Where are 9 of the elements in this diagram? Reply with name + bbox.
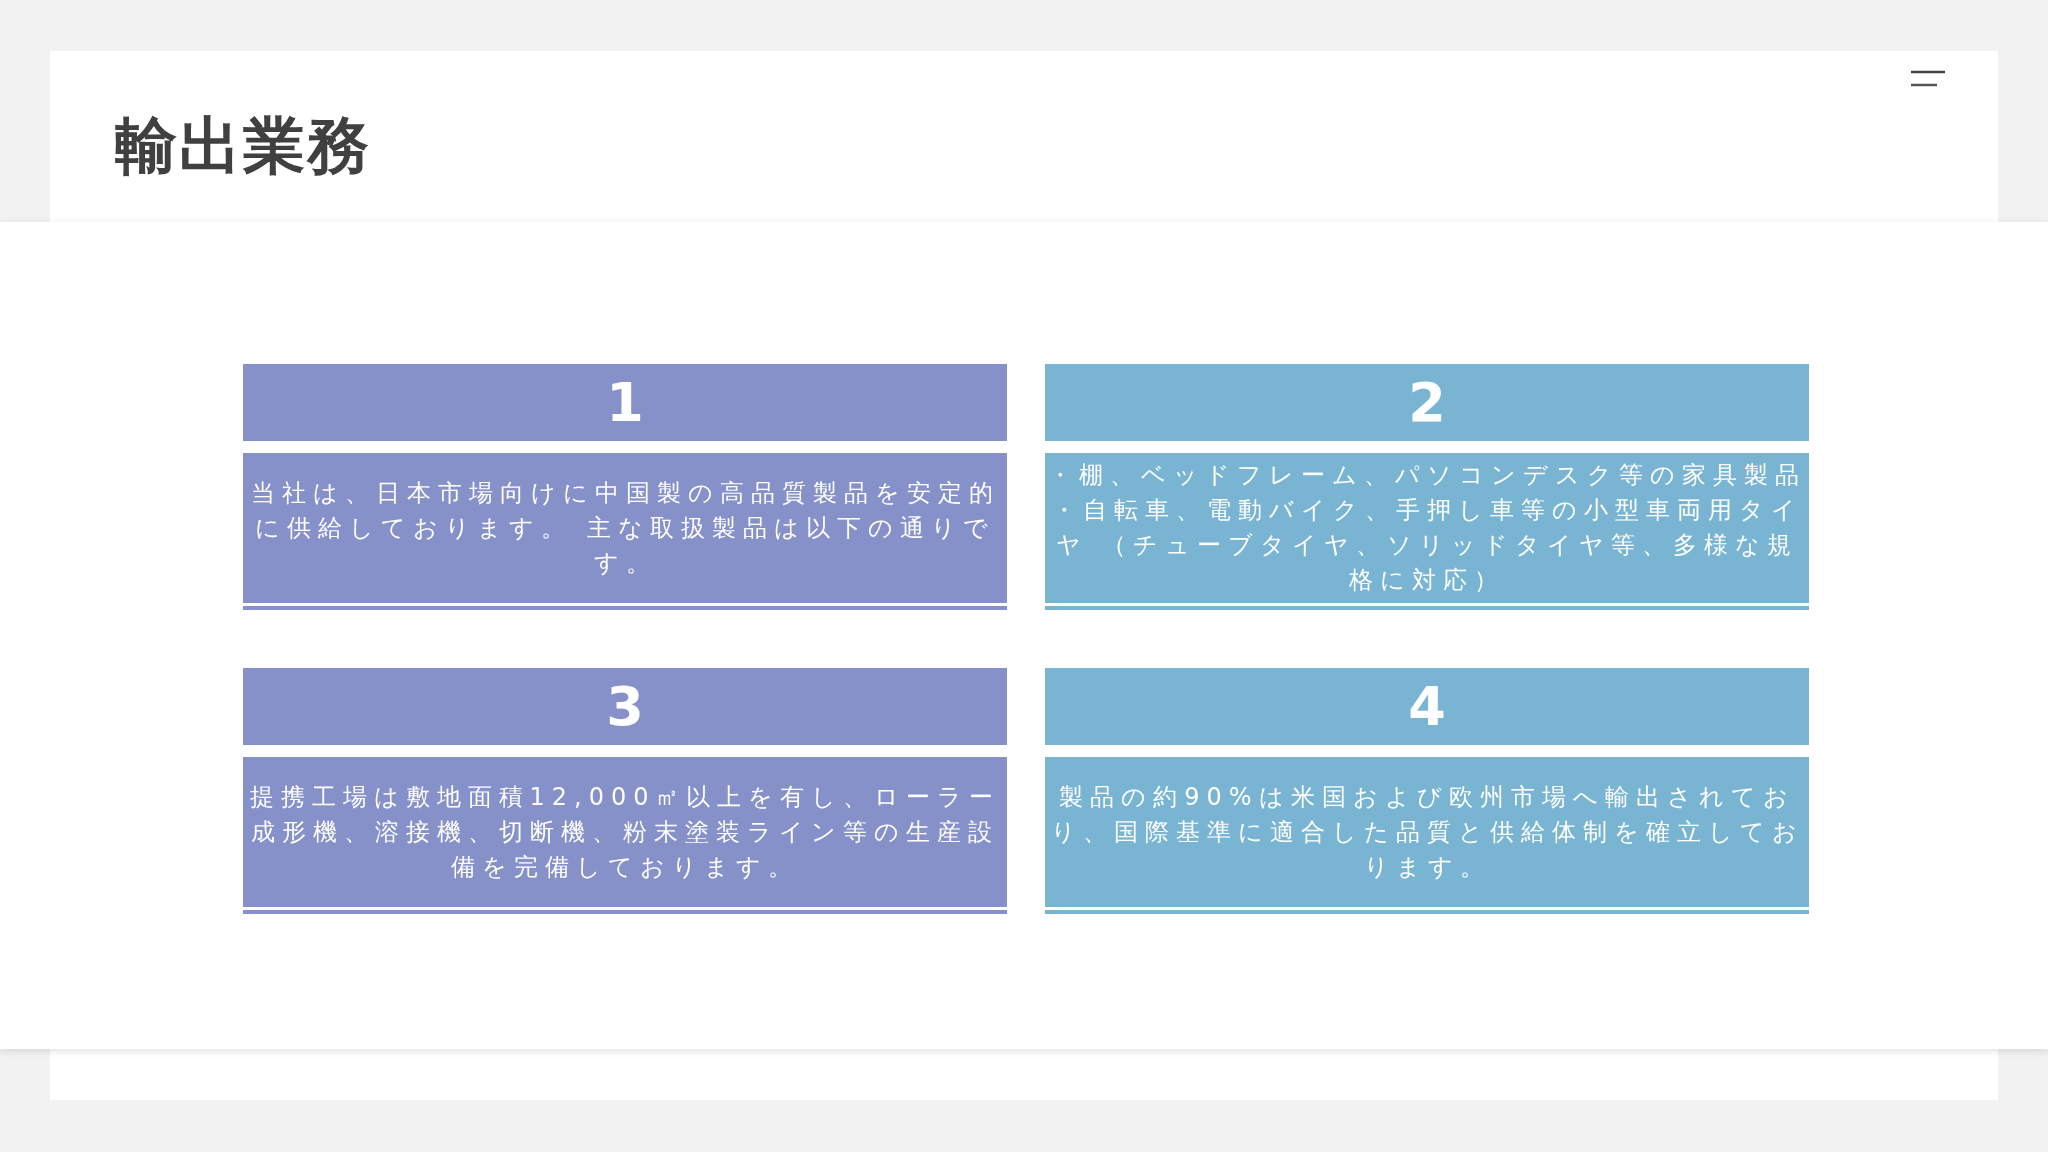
number-header: 1 xyxy=(243,364,1007,441)
text-card: 当社は、日本市場向けに中国製の高品質製品を安定的に供給しております。 主な取扱製品は以下の通りです。 xyxy=(243,453,1007,603)
text-card: 提携工場は敷地面積12,000㎡以上を有し、ローラー成形機、溶接機、切断機、粉末塗装ライン等の生産設備を完備しております。 xyxy=(243,757,1007,907)
text-card: 製品の約90%は米国および欧州市場へ輸出されており、国際基準に適合した品質と供給体制を確立しております。 xyxy=(1045,757,1809,907)
title: 輸出業務 xyxy=(115,108,371,184)
number-header: 2 xyxy=(1045,364,1809,441)
number-header: 4 xyxy=(1045,668,1809,745)
text-card: ・棚、ベッドフレーム、パソコンデスク等の家具製品 ・自転車、電動バイク、手押し車等の小型車両用タイヤ （チューブタイヤ、ソリッドタイヤ等、多様な規格に対応） xyxy=(1045,453,1809,603)
number-header: 3 xyxy=(243,668,1007,745)
